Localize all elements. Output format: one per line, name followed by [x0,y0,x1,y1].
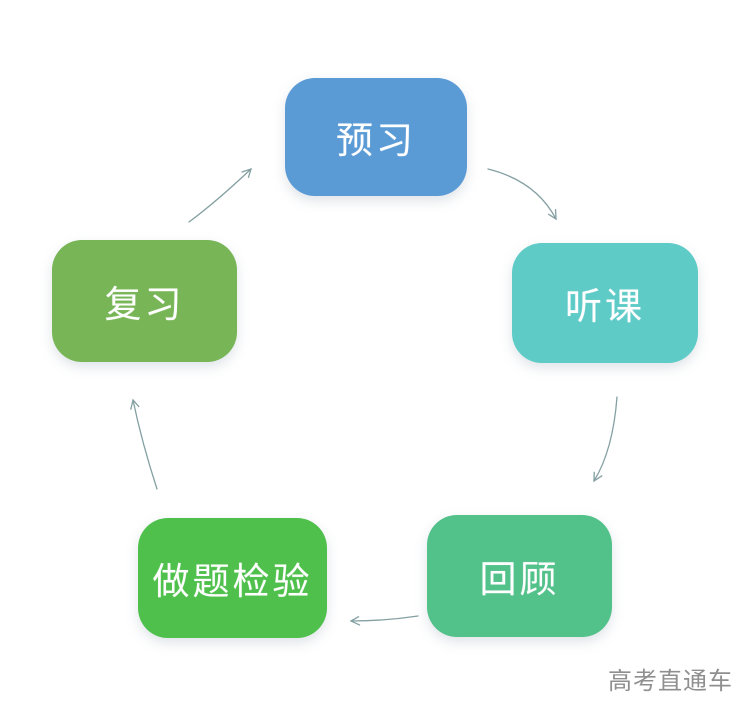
node-listen: 听课 [512,243,698,363]
node-listen-label: 听课 [565,286,645,327]
arrow-listen-to-recall [593,396,618,483]
node-practice-label: 做题检验 [152,561,313,602]
node-recall-label: 回顾 [479,559,560,600]
arrow-preview-to-listen [487,168,557,221]
node-review-label: 复习 [104,284,185,325]
node-preview: 预习 [285,78,467,196]
arrow-review-to-preview [188,167,252,223]
node-practice: 做题检验 [138,518,327,638]
arrow-recall-to-practice [349,615,419,626]
node-recall: 回顾 [427,515,612,637]
node-preview-label: 预习 [336,120,416,161]
arrow-practice-to-review [130,398,158,490]
watermark: 高考直通车 [608,668,733,695]
node-review: 复习 [52,240,237,362]
